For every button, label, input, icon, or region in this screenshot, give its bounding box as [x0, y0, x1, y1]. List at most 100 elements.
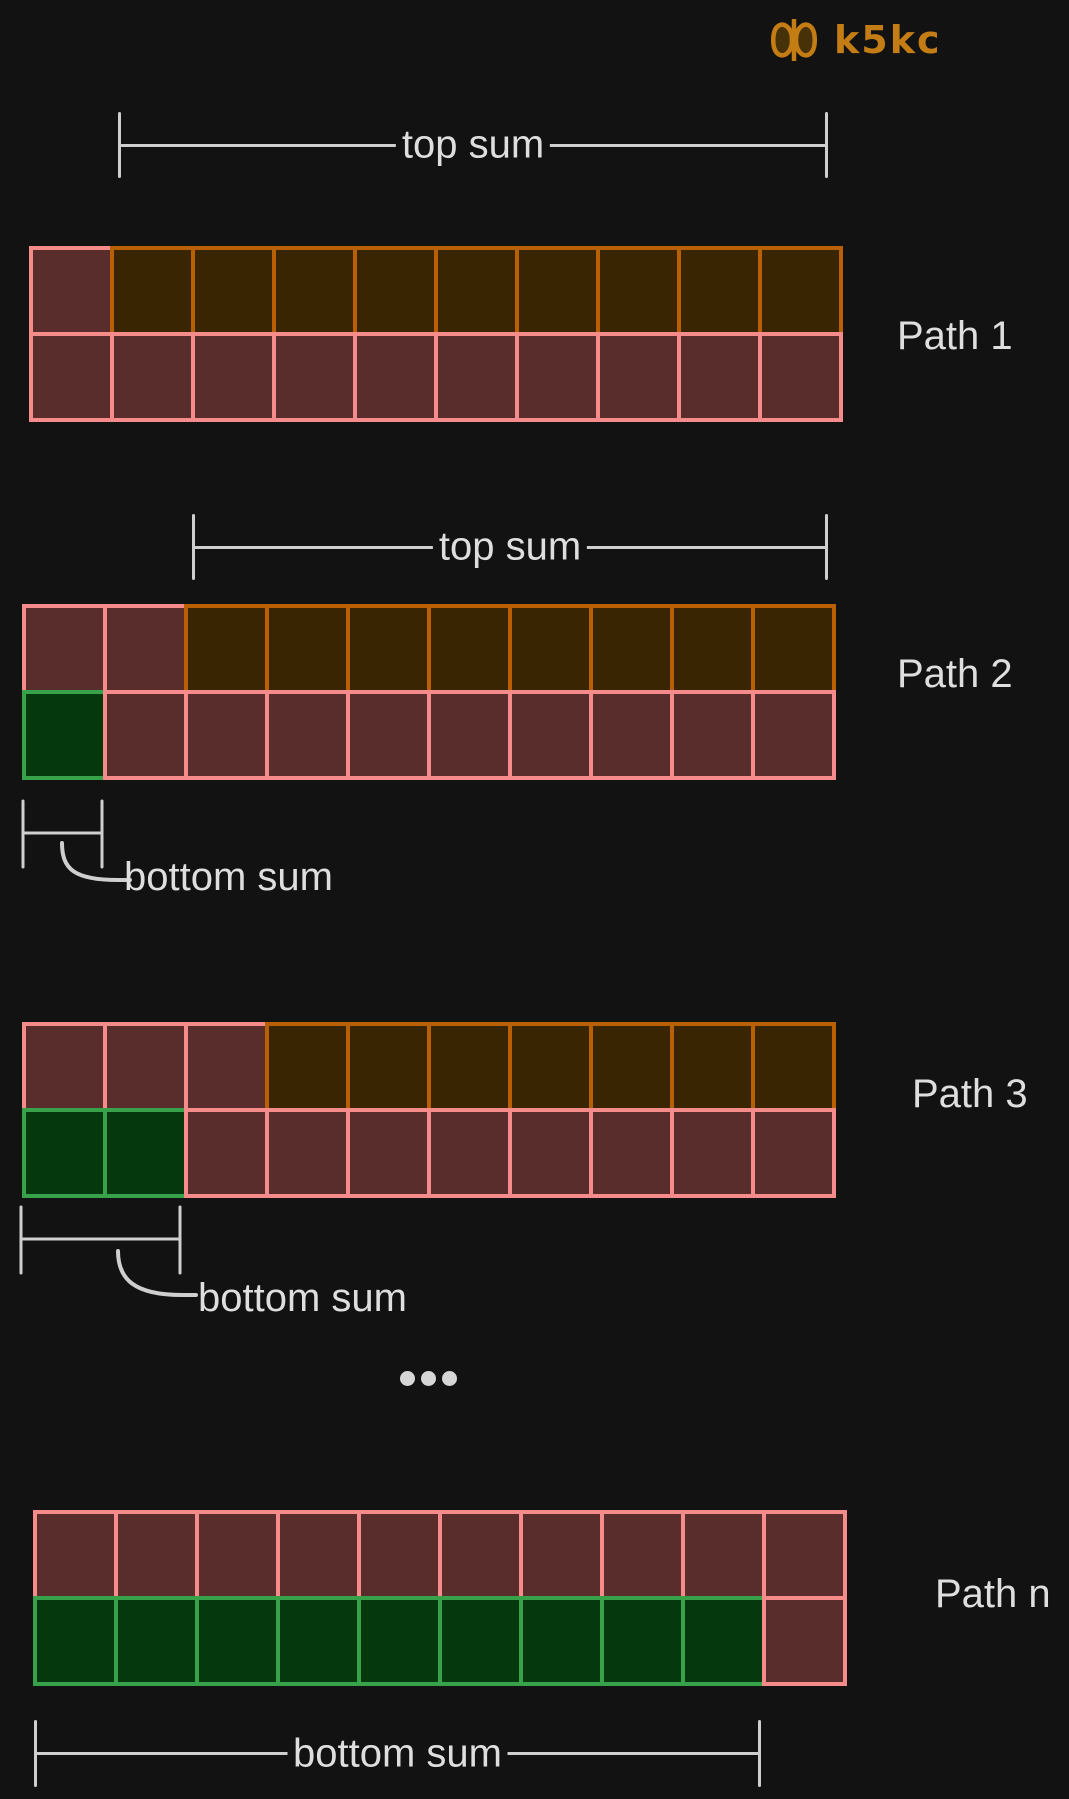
- cell-red: [751, 1108, 836, 1198]
- cell-orange: [184, 604, 269, 694]
- top-sum-label: top sum: [432, 524, 588, 570]
- cell-orange: [508, 604, 593, 694]
- bracket-tick-left: [192, 514, 195, 580]
- bottom-sum-bracket-path3: [19, 1205, 198, 1297]
- cell-red: [670, 1108, 755, 1198]
- cell-red: [427, 690, 512, 780]
- cell-red: [184, 1108, 269, 1198]
- cell-orange: [751, 604, 836, 694]
- path2-grid: [22, 604, 836, 780]
- cell-red: [677, 332, 762, 422]
- cell-red: [29, 246, 114, 336]
- cell-orange: [265, 604, 350, 694]
- cell-orange: [272, 246, 357, 336]
- cell-red: [346, 690, 431, 780]
- grid-row: [29, 246, 843, 336]
- bracket-tick-left: [118, 112, 121, 178]
- cell-orange: [751, 1022, 836, 1112]
- cell-red: [22, 604, 107, 694]
- cell-red: [29, 332, 114, 422]
- cell-green: [33, 1596, 118, 1686]
- bracket-tick-right: [825, 514, 828, 580]
- cell-green: [103, 1108, 188, 1198]
- cell-red: [22, 1022, 107, 1112]
- cell-orange: [427, 604, 512, 694]
- cell-green: [600, 1596, 685, 1686]
- butterfly-infinity-icon: [771, 19, 817, 61]
- cell-green: [519, 1596, 604, 1686]
- bottom-sum-label: bottom sum: [124, 855, 333, 899]
- path2-label: Path 2: [897, 652, 1013, 696]
- cell-red: [114, 1510, 199, 1600]
- cell-red: [184, 690, 269, 780]
- bottom-sum-label: bottom sum: [198, 1276, 407, 1320]
- cell-orange: [353, 246, 438, 336]
- bracket-tick-right: [758, 1720, 761, 1787]
- cell-orange: [589, 1022, 674, 1112]
- cell-green: [438, 1596, 523, 1686]
- grid-row: [29, 332, 843, 422]
- cell-orange: [191, 246, 276, 336]
- top-sum-bracket-path1: top sum: [118, 112, 828, 178]
- cell-red: [762, 1510, 847, 1600]
- cell-red: [508, 690, 593, 780]
- cell-red: [762, 1596, 847, 1686]
- cell-red: [596, 332, 681, 422]
- cell-orange: [596, 246, 681, 336]
- bottom-sum-label: bottom sum: [287, 1731, 508, 1776]
- cell-red: [195, 1510, 280, 1600]
- cell-green: [681, 1596, 766, 1686]
- ellipsis-dot: [400, 1371, 415, 1386]
- cell-red: [519, 1510, 604, 1600]
- cell-orange: [670, 1022, 755, 1112]
- cell-red: [184, 1022, 269, 1112]
- grid-row: [33, 1596, 847, 1686]
- cell-red: [758, 332, 843, 422]
- cell-red: [272, 332, 357, 422]
- cell-red: [103, 1022, 188, 1112]
- cell-red: [434, 332, 519, 422]
- cell-green: [114, 1596, 199, 1686]
- cell-red: [346, 1108, 431, 1198]
- cell-orange: [758, 246, 843, 336]
- cell-red: [670, 690, 755, 780]
- cell-red: [191, 332, 276, 422]
- cell-red: [265, 1108, 350, 1198]
- path1-grid: [29, 246, 843, 422]
- bracket-tick-right: [825, 112, 828, 178]
- cell-red: [103, 690, 188, 780]
- logo: k5kc: [768, 18, 942, 62]
- top-sum-bracket-path2: top sum: [192, 514, 828, 580]
- cell-red: [600, 1510, 685, 1600]
- cell-red: [353, 332, 438, 422]
- pathn-label: Path n: [935, 1572, 1051, 1616]
- grid-row: [22, 1108, 836, 1198]
- cell-red: [103, 604, 188, 694]
- cell-orange: [515, 246, 600, 336]
- cell-red: [110, 332, 195, 422]
- cell-green: [22, 1108, 107, 1198]
- cell-green: [357, 1596, 442, 1686]
- path3-grid: [22, 1022, 836, 1198]
- cell-red: [427, 1108, 512, 1198]
- logo-text: k5kc: [834, 18, 942, 62]
- cell-orange: [265, 1022, 350, 1112]
- cell-red: [508, 1108, 593, 1198]
- grid-row: [22, 690, 836, 780]
- top-sum-label: top sum: [395, 122, 551, 168]
- cell-orange: [670, 604, 755, 694]
- cell-red: [589, 1108, 674, 1198]
- cell-orange: [110, 246, 195, 336]
- cell-orange: [677, 246, 762, 336]
- bottom-sum-bracket-pathn: bottom sum: [34, 1720, 761, 1787]
- ellipsis-dot: [421, 1371, 436, 1386]
- cell-red: [589, 690, 674, 780]
- cell-red: [357, 1510, 442, 1600]
- grid-row: [33, 1510, 847, 1600]
- cell-red: [33, 1510, 118, 1600]
- cell-orange: [346, 1022, 431, 1112]
- grid-row: [22, 604, 836, 694]
- pathn-grid: [33, 1510, 847, 1686]
- path3-label: Path 3: [912, 1072, 1028, 1116]
- bottom-sum-bracket-path2: [21, 799, 132, 882]
